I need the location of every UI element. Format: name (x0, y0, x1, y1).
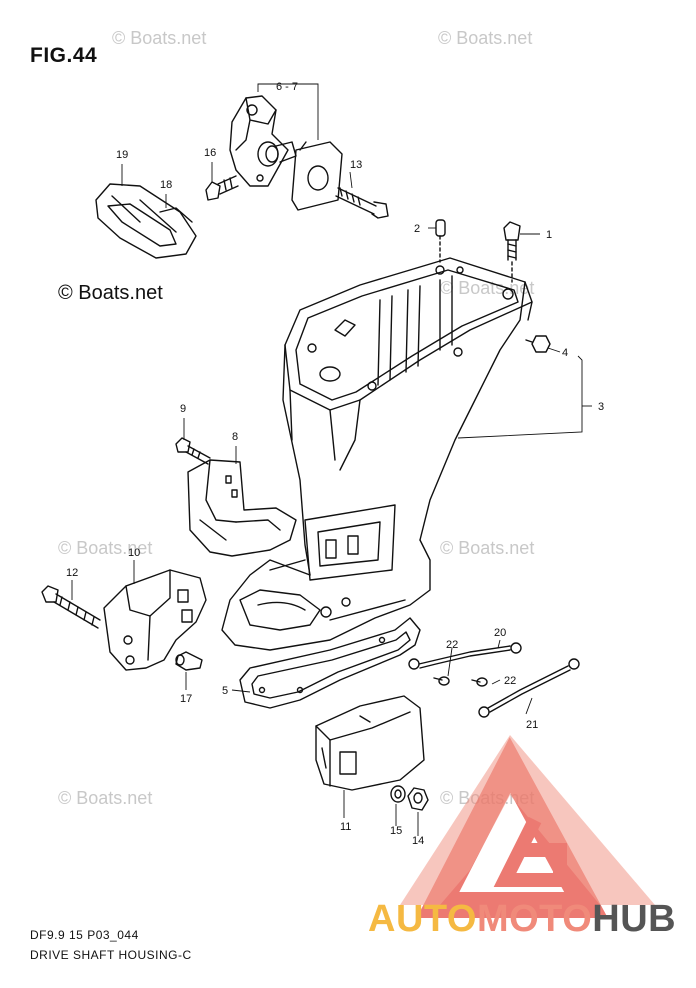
drawing-code: DF9.9 15 P03_044 (30, 928, 139, 942)
screw-22 (433, 676, 450, 686)
callout-17: 17 (180, 693, 192, 705)
callout-1: 1 (546, 229, 552, 241)
callout-labels: 1 2 3 4 5 6 - 7 8 9 10 11 12 13 14 15 16… (66, 81, 604, 847)
cap-nut-4 (525, 335, 551, 353)
ground-wire-21 (478, 658, 580, 718)
watermark-faint: © Boats.net (112, 28, 207, 48)
mount-plate (291, 141, 343, 211)
brand-hub: HUB (592, 898, 677, 940)
rubber-mount (95, 183, 197, 259)
gasket (239, 617, 421, 709)
drive-shaft-housing (221, 257, 533, 651)
callout-14: 14 (412, 835, 424, 847)
callout-11: 11 (340, 821, 351, 833)
washer-15 (390, 785, 406, 803)
nut-14 (407, 787, 429, 811)
callout-3: 3 (598, 401, 604, 413)
automotohub-logo-icon (400, 735, 655, 918)
callout-18: 18 (160, 179, 172, 191)
bracket-10 (103, 569, 207, 671)
watermark-faint: © Boats.net (440, 538, 535, 558)
ground-wire-20 (408, 642, 522, 670)
bolt-1 (503, 221, 521, 283)
callout-10: 10 (128, 547, 140, 559)
brand-auto: AUTO (368, 898, 477, 940)
callout-22: 22 (446, 639, 458, 651)
callout-6-7: 6 - 7 (276, 81, 298, 93)
watermark-main: © Boats.net (58, 282, 163, 304)
watermark-faint: © Boats.net (440, 278, 535, 298)
callout-5: 5 (222, 685, 228, 697)
bracket-8 (187, 459, 297, 557)
brand-moto: MOTO (476, 898, 593, 940)
callout-12: 12 (66, 567, 78, 579)
bolt-16 (205, 175, 239, 201)
callout-15: 15 (390, 825, 402, 837)
pin-17 (175, 651, 203, 671)
callout-2: 2 (414, 223, 420, 235)
housing-cover-11 (315, 695, 425, 791)
callout-4: 4 (562, 347, 568, 359)
callout-19: 19 (116, 149, 128, 161)
callout-16: 16 (204, 147, 216, 159)
pin-2 (435, 219, 446, 263)
callout-22: 22 (504, 675, 516, 687)
watermark-faint: © Boats.net (438, 28, 533, 48)
callout-13: 13 (350, 159, 362, 171)
bolt-13 (335, 187, 389, 219)
figure-title: FIG.44 (30, 44, 98, 67)
figure-caption: DRIVE SHAFT HOUSING-C (30, 948, 192, 962)
callout-8: 8 (232, 431, 238, 443)
automotohub-wordmark: AUTOMOTOHUB (368, 900, 676, 938)
bracket-6-7 (229, 95, 297, 187)
callout-20: 20 (494, 627, 506, 639)
screw-22 (471, 677, 488, 687)
callout-21: 21 (526, 719, 538, 731)
watermark-faint: © Boats.net (58, 788, 153, 808)
callout-9: 9 (180, 403, 186, 415)
bolt-9 (175, 437, 211, 465)
bolt-12 (41, 585, 101, 629)
watermark-faint: © Boats.net (58, 538, 153, 558)
leader-lines (71, 83, 592, 836)
